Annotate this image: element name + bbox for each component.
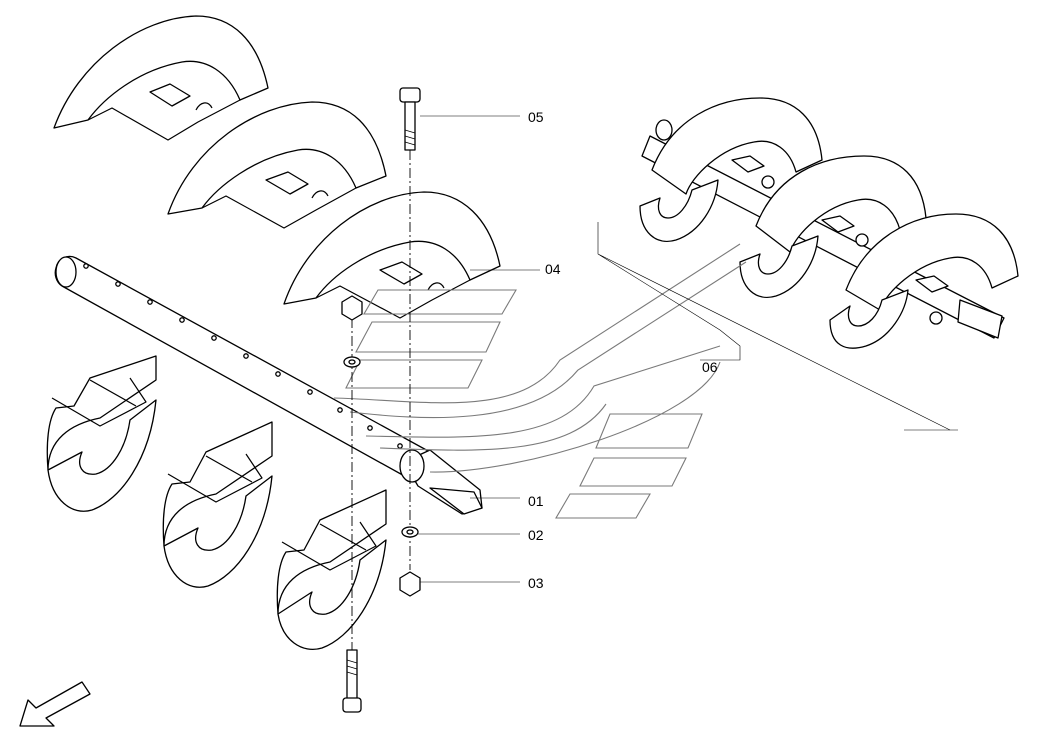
lower-flight-half-1	[46, 355, 157, 512]
assembled-flight-3	[829, 213, 1019, 349]
bolt-upper	[399, 87, 421, 151]
shaft-holes	[83, 263, 403, 449]
upper-flight-half-2	[167, 101, 387, 229]
nut-lower	[399, 571, 421, 597]
callout-05: 05	[528, 109, 544, 125]
callout-01: 01	[528, 493, 544, 509]
washer-lower	[401, 526, 419, 538]
lower-flight-half-2	[162, 421, 273, 588]
shaft	[54, 255, 483, 515]
assembled-shaft	[639, 97, 1019, 349]
callout-02: 02	[528, 527, 544, 543]
upper-flight-half-3	[283, 191, 501, 319]
assembled-flight-1	[639, 97, 823, 242]
ghost-outlines	[333, 243, 747, 519]
callout-03: 03	[528, 575, 544, 591]
upper-flight-half-1	[53, 15, 269, 141]
callout-06: 06	[702, 359, 718, 375]
leader-lines	[418, 115, 958, 583]
washer-upper	[343, 356, 361, 368]
bolt-lower	[342, 649, 362, 713]
assembled-flight-2	[739, 155, 927, 298]
lower-flight-half-3	[276, 489, 387, 650]
arrow-down-left-icon	[19, 681, 91, 727]
centerline	[351, 150, 411, 650]
callout-04: 04	[545, 261, 561, 277]
nut-upper	[341, 295, 363, 321]
